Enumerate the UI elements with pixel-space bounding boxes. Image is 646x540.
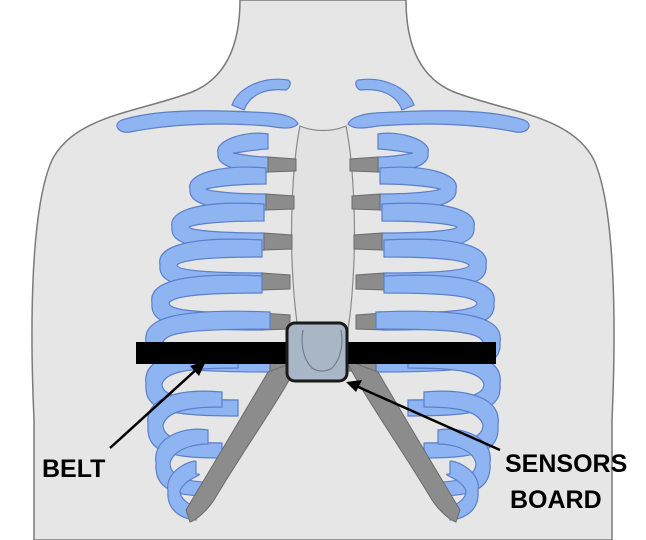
- sensors-board: [287, 323, 347, 381]
- left-costal-cartilage-3: [264, 233, 292, 250]
- right-costal-cartilage-3: [354, 233, 382, 250]
- sensors-label-line1: SENSORS: [505, 450, 627, 478]
- right-costal-cartilage-2: [352, 194, 380, 210]
- sternum: [292, 126, 355, 355]
- left-costal-cartilage-2: [266, 194, 294, 210]
- right-costal-cartilage-4: [356, 273, 384, 290]
- left-costal-cartilage-1: [268, 157, 296, 172]
- right-costal-cartilage-1: [350, 157, 378, 172]
- left-costal-cartilage-4: [262, 273, 290, 290]
- belt-label: BELT: [42, 455, 105, 483]
- sensors-label-line2: BOARD: [510, 486, 602, 514]
